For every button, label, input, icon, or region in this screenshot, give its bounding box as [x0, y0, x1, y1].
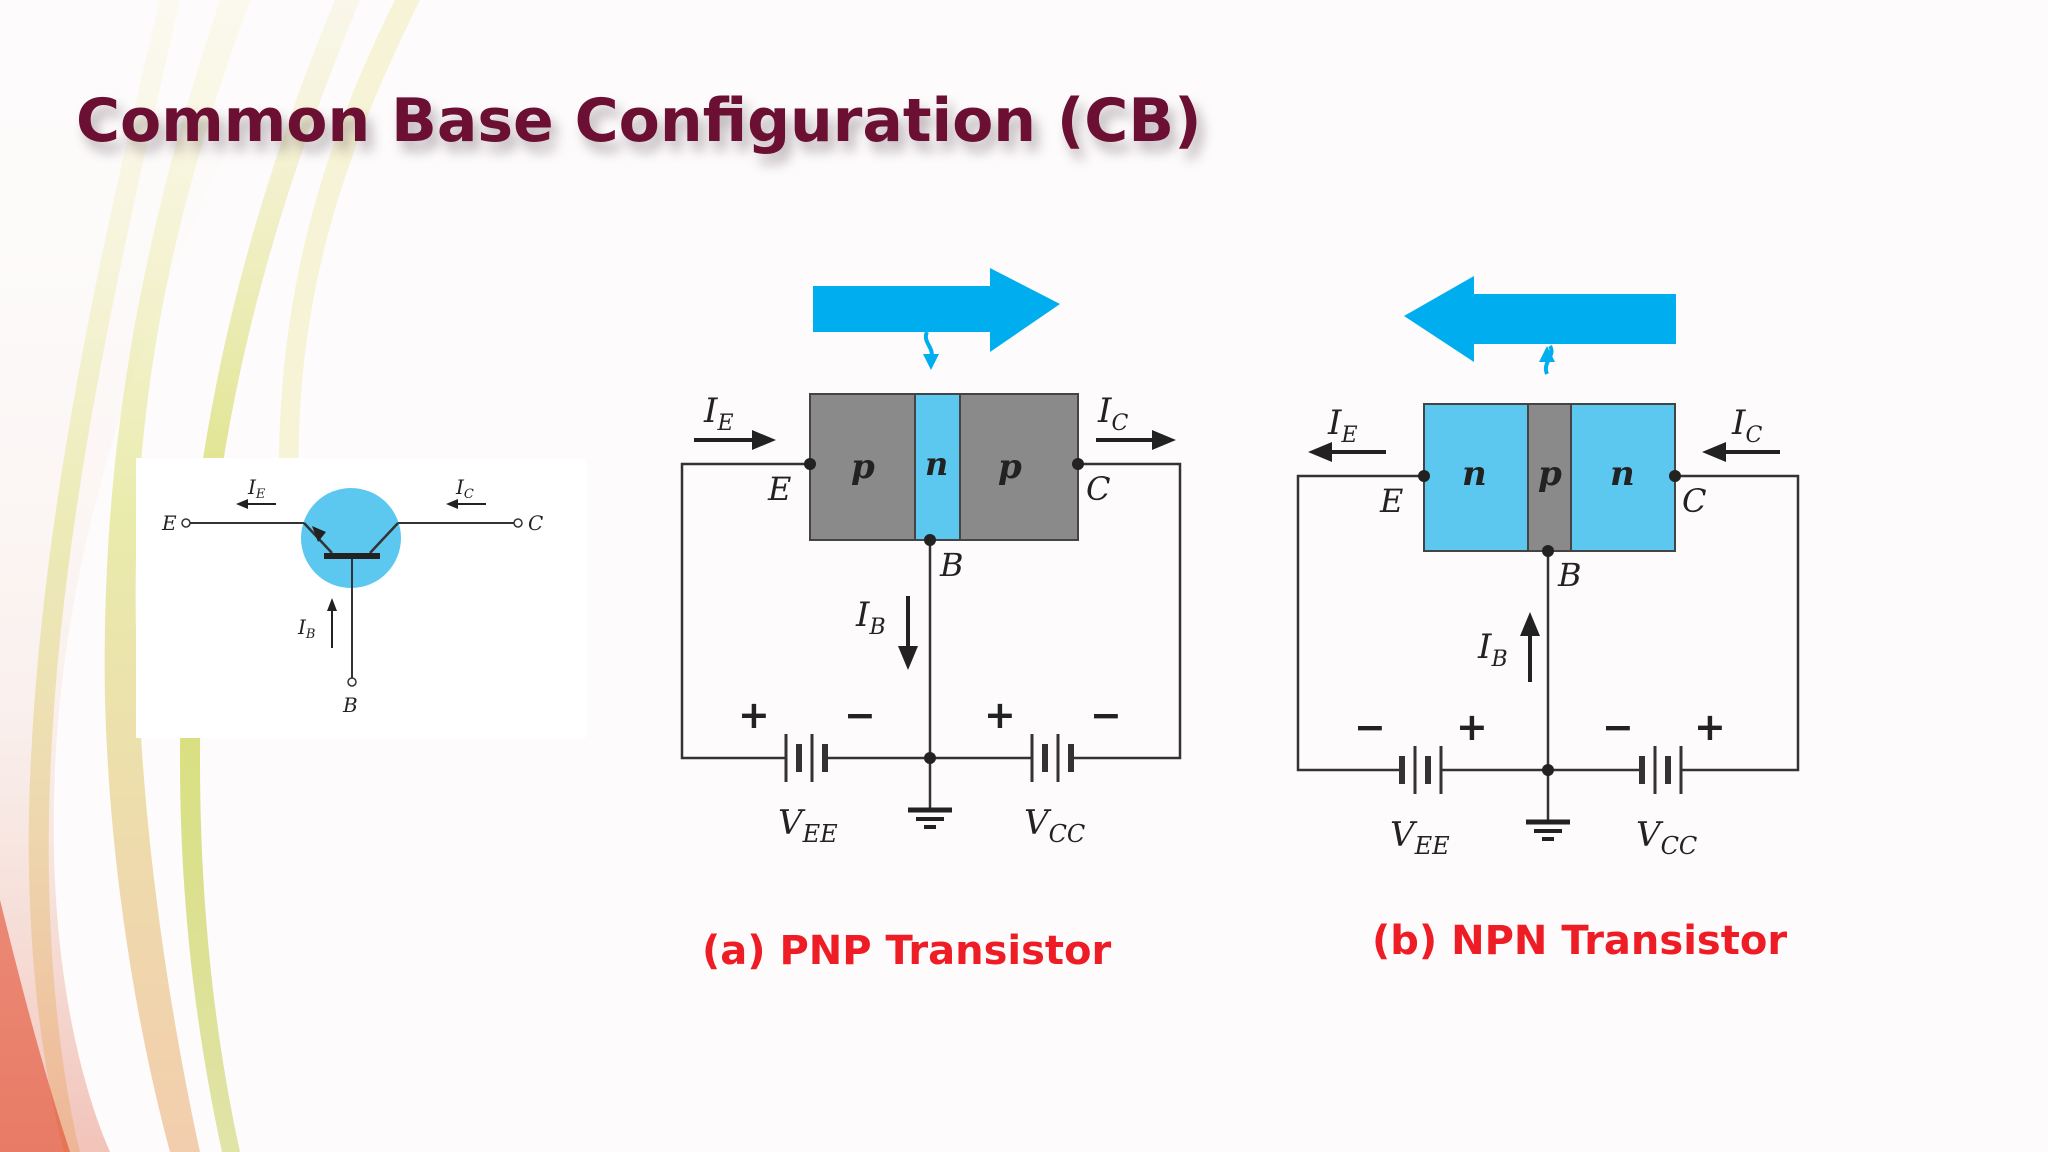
symbol-ib-main: I: [297, 615, 307, 639]
npn-ie-main: I: [1327, 403, 1342, 443]
npn-caption: (b) NPN Transistor: [1372, 918, 1788, 964]
pnp-collector-label: C: [1086, 470, 1110, 508]
pnp-ib-sub: B: [868, 615, 885, 640]
pnp-ie-sub: E: [716, 411, 733, 436]
svg-text:VEE: VEE: [778, 803, 838, 848]
pnp-vee-main: V: [778, 803, 806, 843]
svg-text:IB: IB: [855, 595, 886, 640]
vee-battery-icon: [784, 734, 836, 782]
npn-region-label-1: n: [1462, 454, 1487, 494]
npn-ie-sub: E: [1340, 423, 1357, 448]
svg-text:IE: IE: [703, 391, 734, 436]
svg-text:VCC: VCC: [1636, 815, 1697, 860]
pnp-ic-arrow-icon: [1152, 430, 1176, 450]
symbol-emitter-label: E: [161, 511, 177, 535]
npn-vee-plus: +: [1456, 705, 1488, 749]
npn-ground-icon: [1526, 819, 1570, 841]
pnp-ic-main: I: [1097, 391, 1112, 431]
svg-text:VCC: VCC: [1024, 803, 1085, 848]
svg-text:IC: IC: [455, 475, 474, 502]
symbol-collector-label: C: [528, 511, 543, 535]
npn-vee-battery-icon: [1398, 746, 1452, 794]
pnp-circuit-diagram: p n p: [680, 268, 1182, 848]
symbol-ie-sub: E: [255, 487, 266, 502]
pnp-ie-main: I: [703, 391, 718, 431]
pnp-region-label-3: p: [998, 447, 1022, 487]
slide-title: Common Base Configuration (CB): [76, 86, 1202, 156]
symbol-ib-sub: B: [305, 627, 316, 642]
svg-text:IE: IE: [1327, 403, 1358, 448]
npn-emitter-label: E: [1379, 482, 1403, 520]
ground-icon: [908, 807, 952, 829]
npn-region-n-left: [1423, 403, 1529, 552]
pnp-ic-sub: C: [1111, 411, 1128, 436]
npn-ic-arrow-icon: [1702, 442, 1726, 462]
npn-base-label: B: [1557, 556, 1582, 594]
npn-vcc-main: V: [1636, 815, 1664, 855]
npn-vee-main: V: [1390, 815, 1418, 855]
svg-text:IB: IB: [1477, 627, 1508, 672]
npn-circuit-diagram: n p n: [1296, 276, 1800, 860]
hole-flow-arrow-icon: [813, 268, 1060, 352]
pnp-vcc-main: V: [1024, 803, 1052, 843]
npn-region-p: [1527, 403, 1572, 552]
pnp-vee-minus: −: [844, 693, 876, 737]
svg-text:VEE: VEE: [1390, 815, 1450, 860]
pnp-region-label-1: p: [851, 447, 875, 487]
pnp-ib-arrow-icon: [898, 646, 918, 670]
npn-vcc-minus: −: [1602, 705, 1634, 749]
transistor-circle: [301, 488, 401, 588]
ic-arrow-icon: [446, 499, 458, 509]
svg-text:IE: IE: [247, 475, 266, 502]
pnp-vcc-sub: CC: [1049, 820, 1086, 848]
emitter-arrow-icon: [312, 526, 326, 542]
svg-text:IC: IC: [1731, 403, 1762, 448]
npn-vcc-plus: +: [1694, 705, 1726, 749]
pnp-region-n: [914, 393, 961, 541]
ie-arrow-icon: [236, 499, 248, 509]
svg-text:IC: IC: [1097, 391, 1128, 436]
pnp-base-label: B: [939, 546, 964, 584]
pnp-ie-arrow-icon: [752, 430, 776, 450]
npn-vcc-sub: CC: [1661, 832, 1698, 860]
pnp-emitter-label: E: [767, 470, 791, 508]
npn-region-label-3: n: [1610, 454, 1635, 494]
pnp-region-label-2: n: [925, 445, 948, 483]
npn-region-label-2: p: [1538, 454, 1562, 494]
npn-ib-main: I: [1477, 627, 1492, 667]
cb-symbol-diagram: E C B IE IC IB: [136, 458, 586, 738]
svg-text:IB: IB: [297, 615, 315, 642]
electron-flow-arrow-icon: [1404, 276, 1676, 362]
pnp-vcc-minus: −: [1090, 693, 1122, 737]
pnp-vcc-plus: +: [984, 693, 1016, 737]
npn-ic-sub: C: [1745, 423, 1762, 448]
npn-vee-minus: −: [1354, 705, 1386, 749]
pnp-caption: (a) PNP Transistor: [702, 928, 1112, 974]
pnp-ib-main: I: [855, 595, 870, 635]
npn-vee-sub: EE: [1414, 832, 1451, 860]
symbol-ic-main: I: [455, 475, 465, 499]
npn-vcc-battery-icon: [1639, 746, 1700, 794]
npn-ie-arrow-icon: [1308, 442, 1332, 462]
symbol-ie-main: I: [247, 475, 257, 499]
symbol-ic-sub: C: [464, 487, 474, 502]
pnp-vee-plus: +: [738, 693, 770, 737]
npn-collector-label: C: [1682, 482, 1706, 520]
symbol-base-label: B: [342, 693, 358, 717]
npn-ib-sub: B: [1490, 647, 1507, 672]
ib-arrow-icon: [327, 598, 337, 611]
vcc-battery-icon: [1030, 734, 1090, 782]
npn-ib-arrow-icon: [1520, 612, 1540, 636]
npn-region-n-right: [1570, 403, 1676, 552]
pnp-vee-sub: EE: [802, 820, 839, 848]
npn-ic-main: I: [1731, 403, 1746, 443]
